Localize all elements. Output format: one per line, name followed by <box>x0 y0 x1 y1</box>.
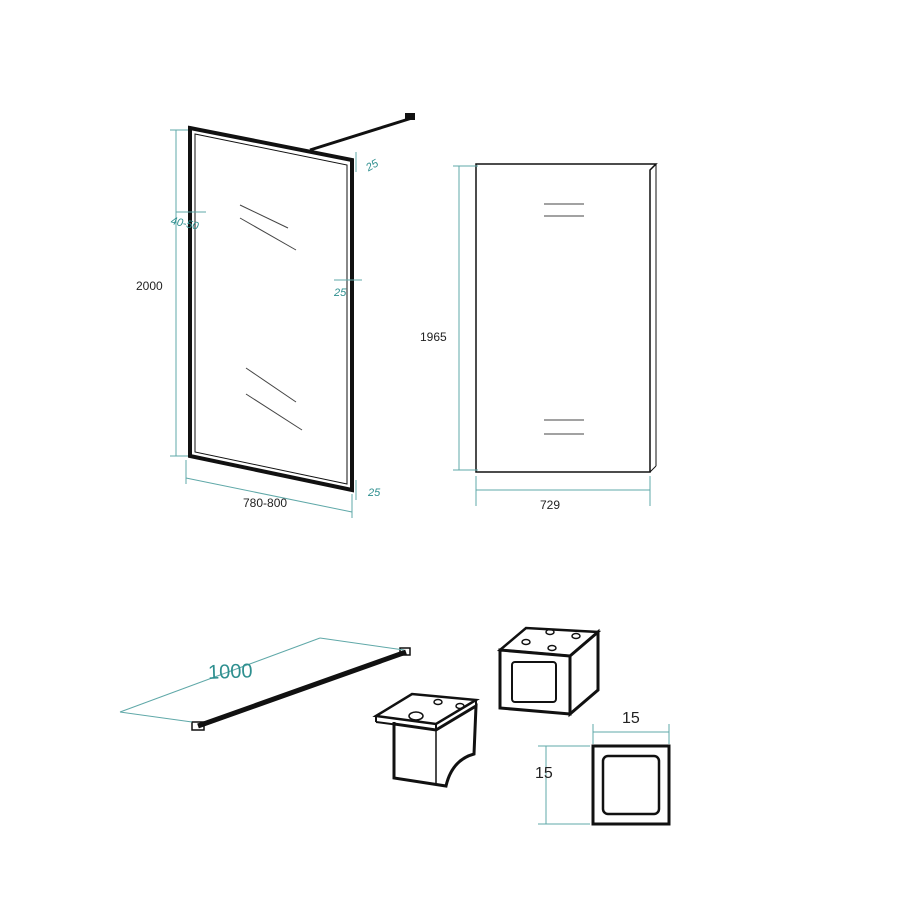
connector-side-face <box>568 628 600 718</box>
glass-panel-outline <box>475 163 658 473</box>
bracket-hole-small <box>455 702 465 710</box>
mid-offset-label: 25 <box>333 287 347 299</box>
profile-section-view: 15 15 <box>535 710 671 826</box>
height-label: 15 <box>535 765 553 782</box>
panel-frame <box>188 125 354 493</box>
glass-reflection-bottom <box>544 419 584 435</box>
bracket-body <box>392 703 478 788</box>
stabilizer-arm <box>309 116 413 152</box>
glass-reflection-top <box>239 204 297 251</box>
stabilizer-bar <box>197 649 407 729</box>
connector-square-opening <box>511 661 557 703</box>
wall-bracket <box>372 692 480 788</box>
bracket-hole-small <box>433 698 443 706</box>
bar-end-cap-left <box>191 721 205 731</box>
width-dimension-line <box>185 477 353 513</box>
bottom-offset-label: 25 <box>367 487 381 499</box>
width-label: 780-800 <box>243 496 287 510</box>
bar-end-cap-right <box>399 647 411 656</box>
connector-hole <box>571 632 581 640</box>
height-label: 1965 <box>420 330 447 344</box>
top-offset-label: 25 <box>363 157 381 174</box>
height-label: 2000 <box>136 279 163 293</box>
glass-reflection-top <box>544 203 584 217</box>
glass-front-view: 1965 729 <box>420 163 658 512</box>
panel-frame-inner <box>194 133 348 485</box>
bracket-hole-large <box>408 711 424 721</box>
length-dimension-line <box>119 637 321 713</box>
stabilizer-bar-view: 1000 <box>119 637 411 731</box>
glass-reflection-bottom <box>245 367 303 431</box>
stabilizer-wall-mount <box>405 113 415 120</box>
panel-perspective-view: 2000 40-50 25 25 25 780-800 <box>136 113 415 518</box>
profile-inner-square <box>601 754 661 816</box>
connector-hole <box>521 638 531 646</box>
width-label: 15 <box>622 710 640 727</box>
length-label: 1000 <box>208 660 253 684</box>
connector-hole <box>547 644 557 652</box>
wall-profile-label: 40-50 <box>170 215 201 233</box>
width-label: 729 <box>540 498 560 512</box>
connector-block <box>496 626 602 718</box>
connector-hole <box>545 628 555 636</box>
